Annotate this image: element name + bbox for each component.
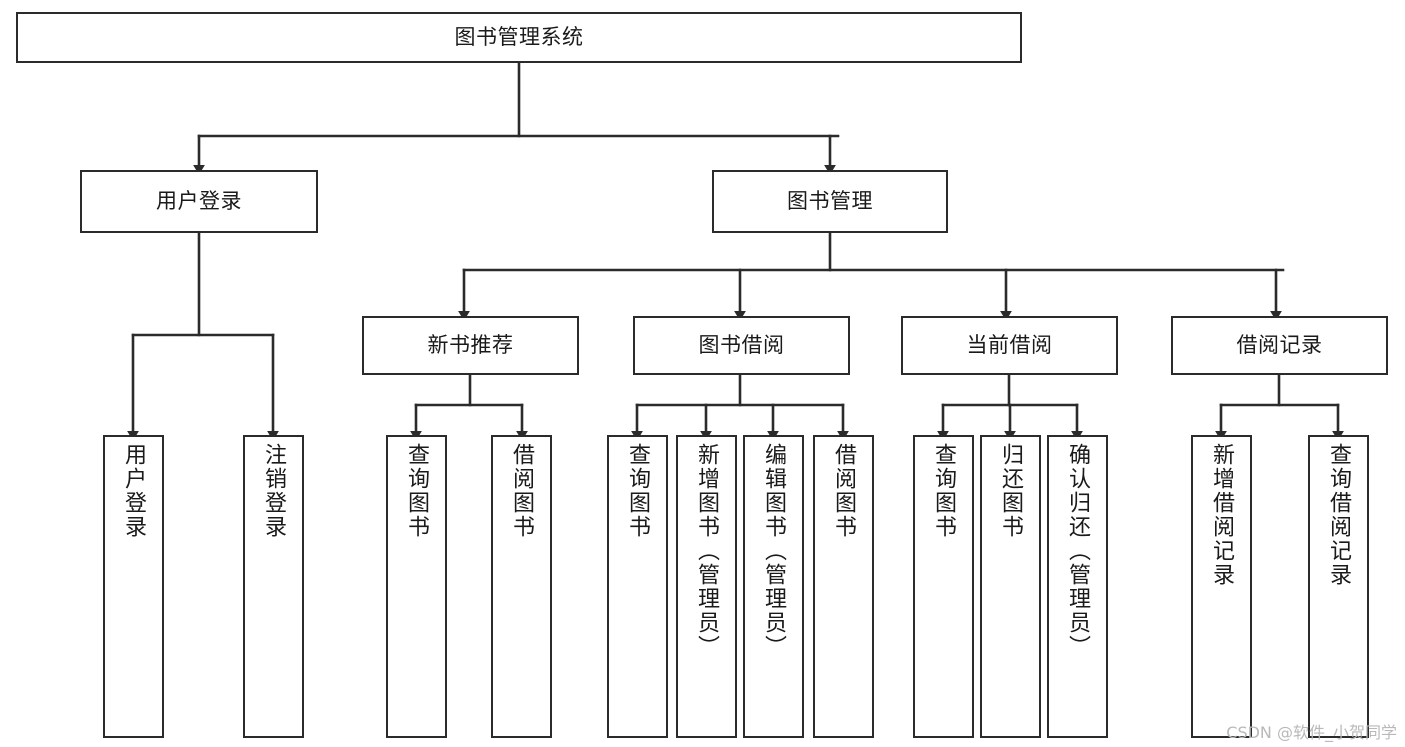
node-book-borrow-label: 图书借阅 (698, 332, 785, 357)
csdn-watermark: CSDN @软件_小贺同学 (1226, 723, 1397, 742)
node-leaf-logout-login-label: 注销登录 (261, 443, 287, 539)
node-book-management-label: 图书管理 (787, 188, 873, 213)
node-borrow-record-label: 借阅记录 (1236, 332, 1323, 357)
node-leaf-add-record-label: 新增借阅记录 (1209, 443, 1235, 587)
node-book-management[interactable]: 图书管理 (712, 170, 948, 233)
node-current-borrow[interactable]: 当前借阅 (901, 316, 1118, 375)
node-user-login[interactable]: 用户登录 (80, 170, 318, 233)
node-leaf-logout-login[interactable]: 注销登录 (243, 435, 304, 738)
node-leaf-confirm-return-label: 确认归还（管理员） (1065, 443, 1091, 659)
node-leaf-query-record-label: 查询借阅记录 (1326, 443, 1352, 587)
node-new-book-recommend-label: 新书推荐 (427, 332, 514, 357)
node-leaf-query-book-2-label: 查询图书 (625, 443, 651, 539)
node-leaf-user-login[interactable]: 用户登录 (103, 435, 164, 738)
node-leaf-edit-book-label: 编辑图书（管理员） (761, 443, 787, 659)
node-user-login-label: 用户登录 (156, 188, 242, 213)
node-new-book-recommend[interactable]: 新书推荐 (362, 316, 579, 375)
node-leaf-add-book-label: 新增图书（管理员） (694, 443, 720, 659)
node-leaf-borrow-book-1-label: 借阅图书 (509, 443, 535, 539)
node-leaf-borrow-book-2-label: 借阅图书 (831, 443, 857, 539)
node-leaf-add-record[interactable]: 新增借阅记录 (1191, 435, 1252, 738)
node-leaf-borrow-book-1[interactable]: 借阅图书 (491, 435, 552, 738)
node-borrow-record[interactable]: 借阅记录 (1171, 316, 1388, 375)
node-leaf-query-book-1-label: 查询图书 (404, 443, 430, 539)
node-leaf-return-book-label: 归还图书 (998, 443, 1024, 539)
node-leaf-query-book-3[interactable]: 查询图书 (913, 435, 974, 738)
node-leaf-user-login-label: 用户登录 (121, 443, 147, 539)
node-leaf-confirm-return[interactable]: 确认归还（管理员） (1047, 435, 1108, 738)
node-current-borrow-label: 当前借阅 (966, 332, 1053, 357)
node-book-borrow[interactable]: 图书借阅 (633, 316, 850, 375)
node-leaf-add-book[interactable]: 新增图书（管理员） (676, 435, 737, 738)
node-leaf-query-book-2[interactable]: 查询图书 (607, 435, 668, 738)
node-leaf-borrow-book-2[interactable]: 借阅图书 (813, 435, 874, 738)
node-root-label: 图书管理系统 (454, 24, 584, 49)
node-leaf-query-record[interactable]: 查询借阅记录 (1308, 435, 1369, 738)
node-leaf-edit-book[interactable]: 编辑图书（管理员） (743, 435, 804, 738)
node-leaf-query-book-3-label: 查询图书 (931, 443, 957, 539)
node-root[interactable]: 图书管理系统 (16, 12, 1022, 63)
node-leaf-return-book[interactable]: 归还图书 (980, 435, 1041, 738)
node-leaf-query-book-1[interactable]: 查询图书 (386, 435, 447, 738)
